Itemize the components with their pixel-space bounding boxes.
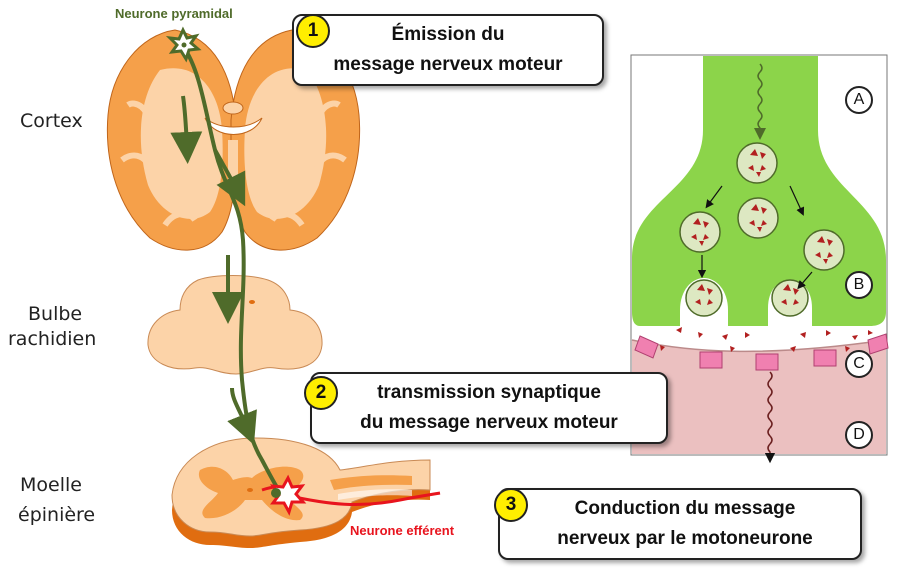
step-1-number: 1 [296, 14, 330, 48]
synapse-panel [630, 54, 889, 464]
step-3-line1: Conduction du message [574, 498, 796, 519]
label-moelle-line1: Moelle [20, 474, 82, 496]
medulla-section [147, 275, 323, 375]
step-1-line1: Émission du [391, 24, 505, 45]
step-2-box: transmission synaptique du message nerve… [310, 372, 668, 444]
step-1-line2: message nerveux moteur [333, 54, 563, 75]
efferent-neuron [261, 474, 441, 516]
step-3-box: Conduction du message nerveux par le mot… [498, 488, 862, 560]
label-moelle-line2: épinière [18, 504, 96, 526]
step-1-box: Émission du message nerveux moteur [292, 14, 604, 86]
label-cortex: Cortex [20, 110, 83, 132]
label-bulbe-line1: Bulbe [28, 303, 83, 325]
letter-d: D [845, 421, 873, 449]
letter-b: B [845, 271, 873, 299]
pyramidal-neuron [165, 26, 202, 63]
step-2-number: 2 [304, 376, 338, 410]
synaptic-vesicles [660, 142, 873, 352]
letter-a: A [845, 86, 873, 114]
step-3-number: 3 [494, 488, 528, 522]
receptors [634, 333, 889, 371]
motor-pathway [170, 44, 282, 494]
label-bulbe-line2: rachidien [8, 328, 97, 350]
step-3-line2: nerveux par le motoneurone [557, 528, 813, 549]
step-2-line1: transmission synaptique [377, 382, 601, 403]
step-2-line2: du message nerveux moteur [360, 412, 618, 433]
label-pyramidal-neuron: Neurone pyramidal [115, 6, 233, 21]
label-efferent-neuron: Neurone efférent [350, 523, 455, 538]
letter-c: C [845, 350, 873, 378]
